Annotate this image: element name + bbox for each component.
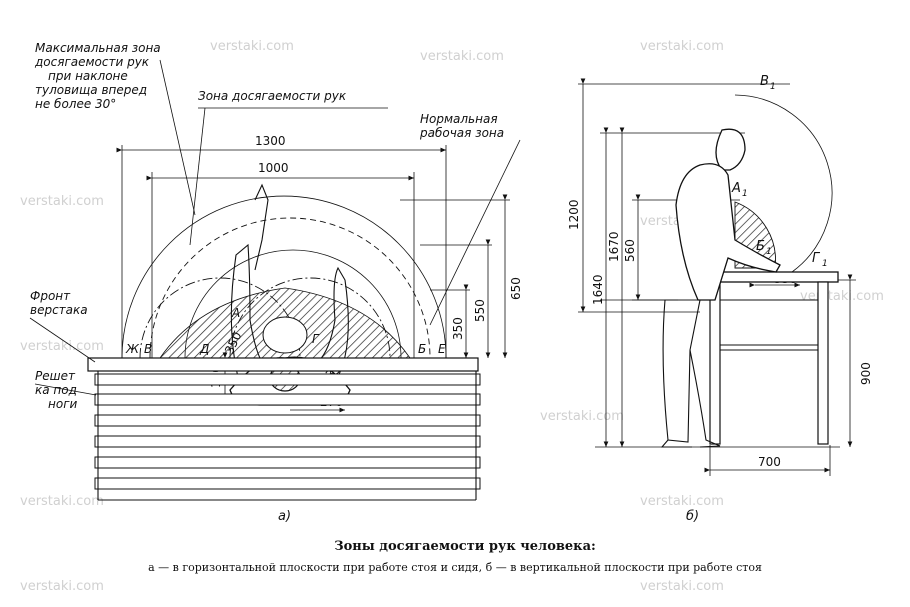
workbench-side-view [704, 271, 839, 445]
label-normal-work-zone: Нормальная рабочая зона [419, 112, 504, 140]
normal-zone-arc-left [139, 277, 301, 359]
dim-1200: 1200 [567, 199, 581, 230]
svg-text:ка под: ка под [35, 383, 77, 397]
leader-bench-front [29, 317, 96, 363]
point-g1-subscript: 1 [822, 259, 828, 269]
point-a1-subscript: 1 [742, 189, 748, 199]
watermark: verstaki.com [20, 339, 104, 354]
watermark: verstaki.com [20, 194, 104, 209]
leader-max-zone [159, 59, 196, 216]
svg-text:Максимальная зона: Максимальная зона [35, 41, 161, 55]
bench-slats [87, 357, 481, 501]
point-b1-subscript: 1 [766, 247, 772, 257]
back-foot [660, 439, 692, 448]
watermark: verstaki.com [640, 579, 724, 594]
dim-1000: 1000 [258, 161, 289, 175]
dim-1640: 1640 [591, 274, 605, 305]
svg-text:Решет: Решет [35, 369, 76, 383]
point-e: Е [438, 342, 446, 356]
label-bench-front: Фронт верстака [30, 289, 88, 317]
label-max-reach-zone: Максимальная зона досягаемости рук при н… [34, 41, 161, 111]
svg-text:туловища вперед: туловища вперед [35, 83, 147, 97]
dim-550: 550 [473, 299, 487, 322]
caption-description: а — в горизонтальной плоскости при работ… [148, 561, 762, 574]
svg-text:не более 30°: не более 30° [35, 97, 116, 111]
left-arm [230, 243, 263, 386]
work-area-circle [262, 316, 308, 354]
watermark: verstaki.com [420, 49, 504, 64]
svg-text:при наклоне: при наклоне [48, 69, 128, 83]
raised-hand [254, 183, 269, 271]
point-g: Г [312, 332, 320, 346]
diagram-vertical-plane: 1200 1640 1670 560 900 700 350 [567, 74, 873, 524]
svg-text:ноги: ноги [48, 397, 77, 411]
right-arm [317, 266, 349, 383]
point-b1: Б [756, 239, 765, 254]
watermark: verstaki.com [20, 494, 104, 509]
figure-caption: Зоны досягаемости рук человека: а — в го… [148, 539, 762, 574]
leader-arm-zone [189, 107, 206, 246]
point-v: В [144, 342, 152, 356]
leader-normal-zone [429, 139, 521, 326]
dim-1300: 1300 [255, 134, 286, 148]
torso-side [675, 163, 781, 301]
svg-text:Фронт: Фронт [30, 289, 71, 303]
watermark: verstaki.com [640, 494, 724, 509]
dim-700: 700 [758, 455, 781, 469]
svg-text:рабочая зона: рабочая зона [419, 126, 504, 140]
sublabel-b: б) [686, 509, 699, 524]
diagram-horizontal-plane: 1300 1000 650 550 350 350 350 190 270 Ж [29, 41, 523, 524]
svg-text:верстака: верстака [30, 303, 88, 317]
leader-foot-grate [34, 383, 97, 396]
point-v1-subscript: 1 [770, 82, 776, 92]
head-side [715, 128, 746, 171]
dim-900: 900 [859, 362, 873, 385]
svg-text:Нормальная: Нормальная [420, 112, 498, 126]
sublabel-a: а) [278, 509, 291, 524]
point-a1: А [731, 181, 741, 196]
watermark-layer: verstaki.com verstaki.com verstaki.com v… [20, 39, 884, 594]
inner-reach-arc [184, 249, 402, 359]
dim-650: 650 [509, 277, 523, 300]
point-d: Д [199, 342, 209, 356]
watermark: verstaki.com [640, 39, 724, 54]
dim-350: 350 [451, 317, 465, 340]
svg-text:досягаемости рук: досягаемости рук [34, 55, 150, 69]
max-reach-arc [121, 195, 447, 359]
watermark: verstaki.com [210, 39, 294, 54]
point-a: А [231, 306, 240, 320]
point-g1: Г [812, 251, 821, 266]
point-b: Б [418, 342, 426, 356]
watermark: verstaki.com [540, 409, 624, 424]
label-foot-grate: Решет ка под ноги [35, 369, 77, 411]
point-v1: В [760, 74, 769, 89]
worker-side-view [660, 128, 781, 448]
watermark: verstaki.com [800, 289, 884, 304]
label-arm-reach-zone: Зона досягаемости рук [198, 89, 347, 103]
watermark: verstaki.com [20, 579, 104, 594]
dim-1670: 1670 [607, 231, 621, 262]
dim-560: 560 [623, 239, 637, 262]
front-leg [689, 349, 721, 448]
vertical-reach-arc [734, 94, 833, 273]
point-zh: Ж [125, 342, 140, 356]
caption-title: Зоны досягаемости рук человека: [334, 539, 596, 554]
